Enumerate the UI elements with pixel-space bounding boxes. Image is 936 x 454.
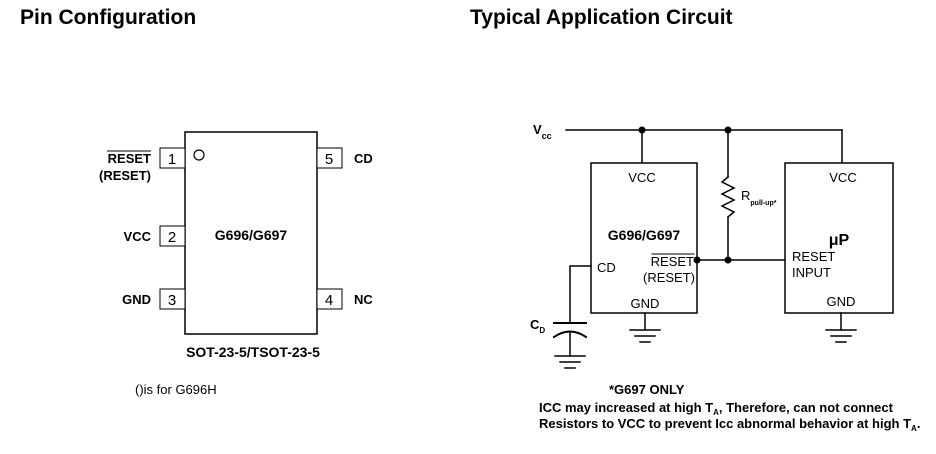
application-circuit-diagram: Vcc Rpull-up* VCC G696/G697 CD RESET (RE… [530,122,920,433]
chip-name-label: G696/G697 [215,227,288,243]
pull-up-resistor [720,175,736,219]
resistor-label: Rpull-up* [741,188,777,207]
supervisor-chip-cd-pin: CD [597,260,616,275]
microprocessor-reset-input-2: INPUT [792,265,831,280]
pin-configuration-diagram: G696/G697 1 2 3 4 5 RESET (RESET) VCC GN… [99,131,373,397]
pin4-box [316,288,343,310]
pin2-number: 2 [168,229,176,246]
microprocessor-ground-symbol [825,312,857,343]
wire-cd-to-capacitor [569,265,592,324]
supervisor-chip-name: G696/G697 [608,227,681,243]
pin3-number: 3 [168,292,176,309]
microprocessor-vcc-pin: VCC [829,170,856,185]
pin5-number: 5 [325,151,333,168]
pin2-label: VCC [124,229,152,244]
package-label: SOT-23-5/TSOT-23-5 [186,344,320,360]
pin4-label: NC [354,292,373,307]
supervisor-chip-vcc-pin: VCC [628,170,655,185]
chip-ground-symbol [629,312,661,343]
pin5-box [316,147,343,169]
supervisor-chip-reset-alt: (RESET) [643,270,695,285]
microprocessor-body [784,162,894,314]
application-circuit-heading: Typical Application Circuit [470,6,733,29]
pin1-label-alt: (RESET) [99,168,151,183]
reset-junction-resistor [724,256,732,264]
pin2-box [159,225,186,247]
supervisor-chip-gnd-pin: GND [631,296,660,311]
pin1-marker [193,149,205,161]
microprocessor-name: μP [829,232,850,249]
pin1-label: RESET [108,151,151,166]
note-g697-only: *G697 ONLY [609,382,685,397]
footnote-label: ()is for G696H [135,382,217,397]
microprocessor-gnd-pin: GND [827,294,856,309]
supervisor-chip-body [590,162,698,314]
supervisor-chip-reset-pin: RESET [651,254,694,269]
pin1-box [159,147,186,169]
capacitor-ground-symbol [554,355,586,369]
capacitor-label: CD [530,317,545,335]
reset-junction-chip [693,256,701,264]
microprocessor-reset-input-1: RESET [792,249,835,264]
pin-configuration-heading: Pin Configuration [20,6,197,29]
pin4-number: 4 [325,292,333,309]
pin3-box [159,288,186,310]
chip-package-body [184,131,318,335]
note-line-3: Resistors to VCC to prevent Icc abnormal… [539,416,920,433]
vcc-rail-label: Vcc [533,122,552,141]
note-line-2: ICC may increased at high TA, Therefore,… [539,400,894,417]
pin1-number: 1 [168,151,176,168]
pin5-label: CD [354,151,373,166]
pin3-label: GND [122,292,151,307]
